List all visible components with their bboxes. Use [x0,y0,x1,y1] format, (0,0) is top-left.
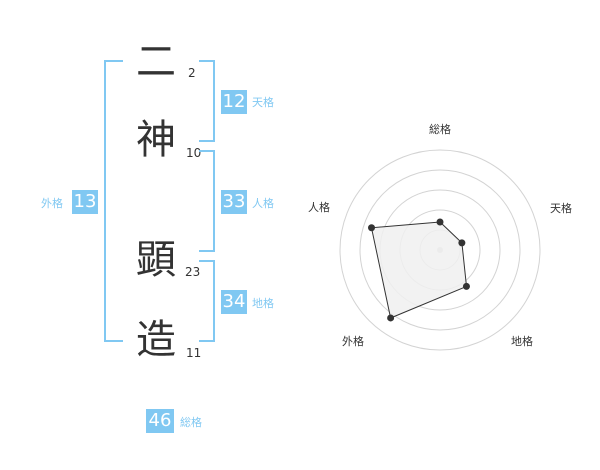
jinkaku-bracket [199,150,215,252]
radar-ring [339,149,541,351]
radar-points [368,218,470,322]
tenkaku-bracket [199,60,215,142]
radar-point-2 [458,239,466,247]
stroke-count-2: 10 [186,146,202,160]
name-char-2: 神 [136,117,176,163]
chikaku-label: 地格 [252,297,274,310]
radar-label-gaikaku: 外格 [342,335,364,348]
radar-ring [359,169,521,331]
radar-point-1 [436,218,444,226]
chikaku-value-badge: 34 [221,290,247,314]
radar-point-3 [462,282,470,290]
soukaku-label: 総格 [180,416,202,429]
tenkaku-value-badge: 12 [221,90,247,114]
stroke-count-3: 23 [185,265,201,279]
chikaku-bracket [199,260,215,342]
radar-label-chikaku: 地格 [511,335,533,348]
radar-label-tenkaku: 天格 [550,202,572,215]
radar-label-soukaku: 総格 [429,123,451,136]
jinkaku-label: 人格 [252,197,274,210]
stroke-count-4: 11 [186,346,202,360]
name-char-3: 顕 [136,237,176,283]
name-char-4: 造 [136,317,176,363]
radar-series-line [370,221,468,319]
radar-shape [370,221,468,319]
name-char-1: 二 [136,39,176,85]
radar-point-4 [387,314,395,322]
gaikaku-value-badge: 13 [72,190,98,214]
radar-point-5 [368,224,376,232]
gaikaku-bracket [104,60,123,342]
radar-label-jinkaku: 人格 [308,201,330,214]
soukaku-value-badge: 46 [146,409,174,433]
stroke-count-1: 2 [188,66,196,80]
tenkaku-label: 天格 [252,96,274,109]
jinkaku-value-badge: 33 [221,190,247,214]
gaikaku-label: 外格 [41,197,63,210]
